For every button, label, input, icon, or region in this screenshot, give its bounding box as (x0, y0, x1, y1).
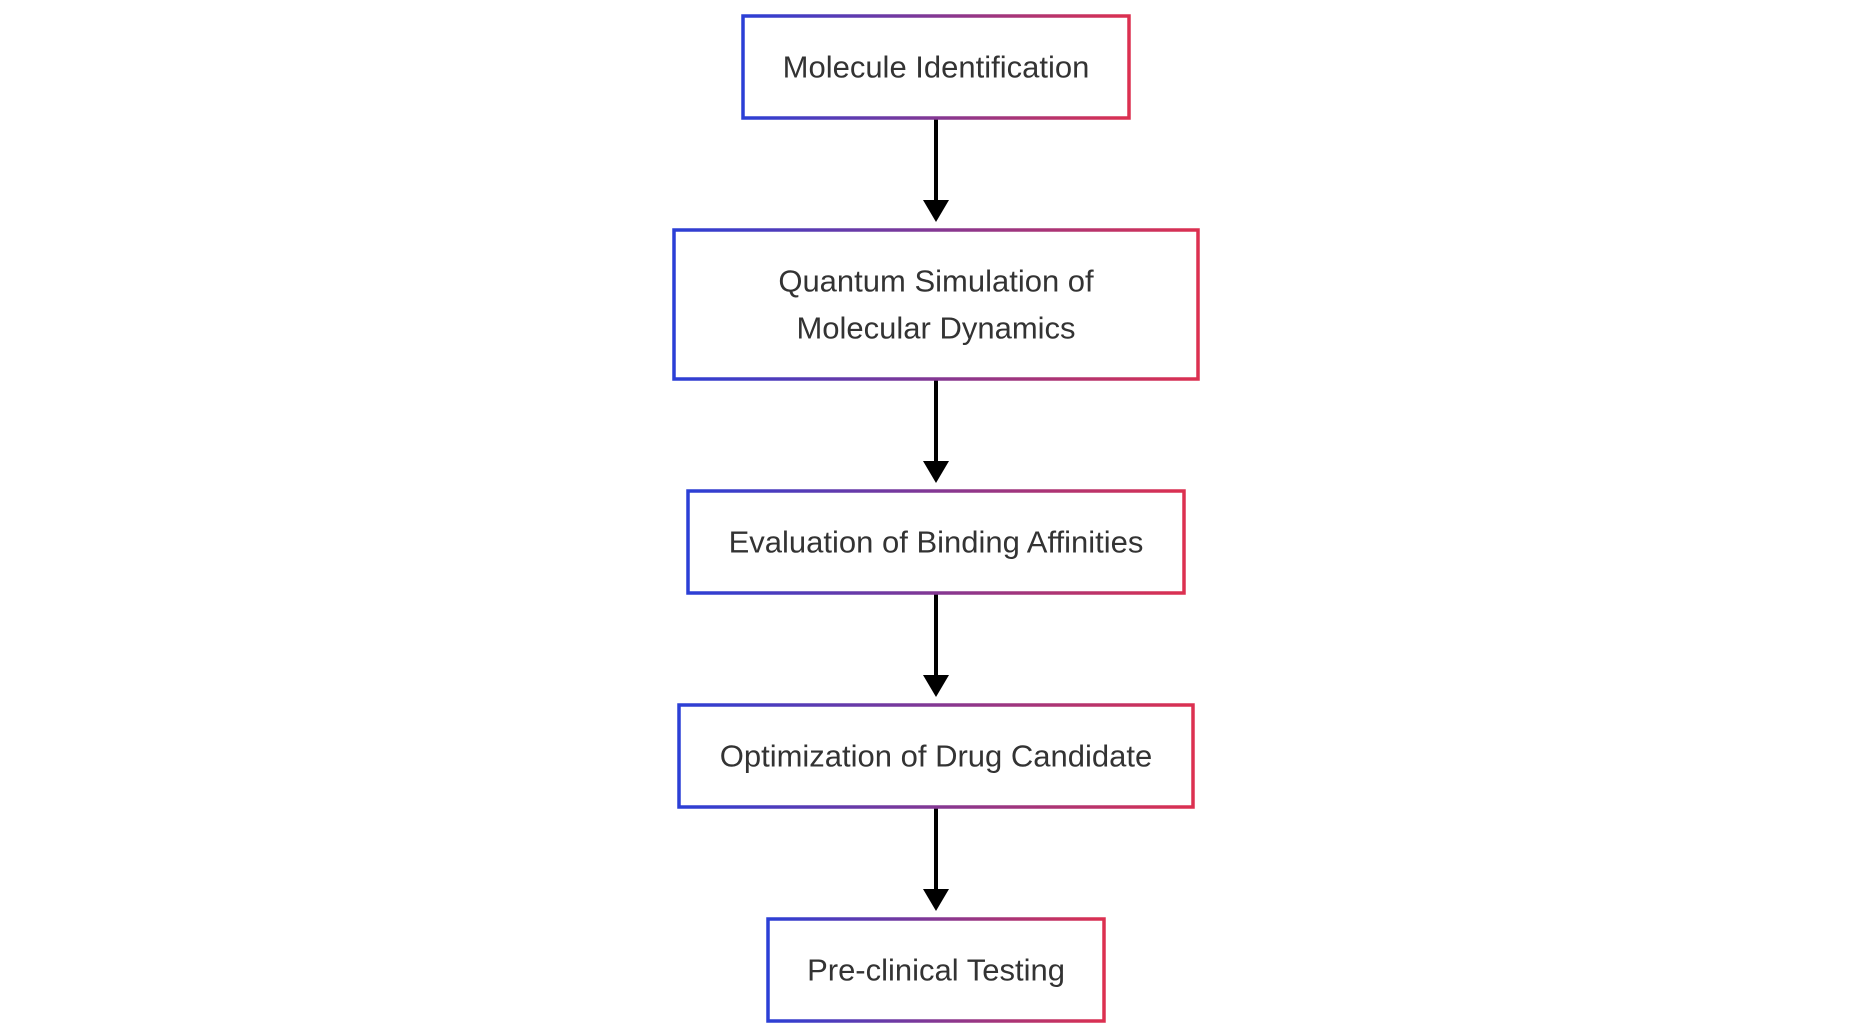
flow-node: Evaluation of Binding Affinities (686, 489, 1186, 595)
flow-node-box (766, 917, 1106, 1023)
flow-node-label: Optimization of Drug Candidate (720, 739, 1153, 774)
flow-node: Optimization of Drug Candidate (677, 703, 1195, 809)
flow-edge (923, 118, 949, 222)
flow-edge (923, 593, 949, 697)
flow-node-label: Pre-clinical Testing (807, 953, 1065, 988)
flow-node-box (672, 228, 1200, 381)
flow-edge (923, 379, 949, 483)
arrowhead-icon (923, 461, 949, 483)
flow-node-label: Quantum Simulation of (778, 264, 1094, 299)
flow-node: Quantum Simulation of Molecular Dynamics (672, 228, 1200, 381)
flow-edge (923, 807, 949, 911)
arrowhead-icon (923, 889, 949, 911)
flow-node-label: Molecule Identification (783, 50, 1090, 85)
flow-node: Molecule Identification (741, 14, 1131, 120)
arrowhead-icon (923, 675, 949, 697)
flow-node-box (741, 14, 1131, 120)
arrowhead-icon (923, 200, 949, 222)
flow-node: Pre-clinical Testing (766, 917, 1106, 1023)
edges-layer (923, 118, 949, 911)
flow-node-label: Molecular Dynamics (796, 311, 1075, 346)
flow-node-label: Evaluation of Binding Affinities (729, 525, 1144, 560)
flow-node-box (677, 703, 1195, 809)
flow-node-box (686, 489, 1186, 595)
